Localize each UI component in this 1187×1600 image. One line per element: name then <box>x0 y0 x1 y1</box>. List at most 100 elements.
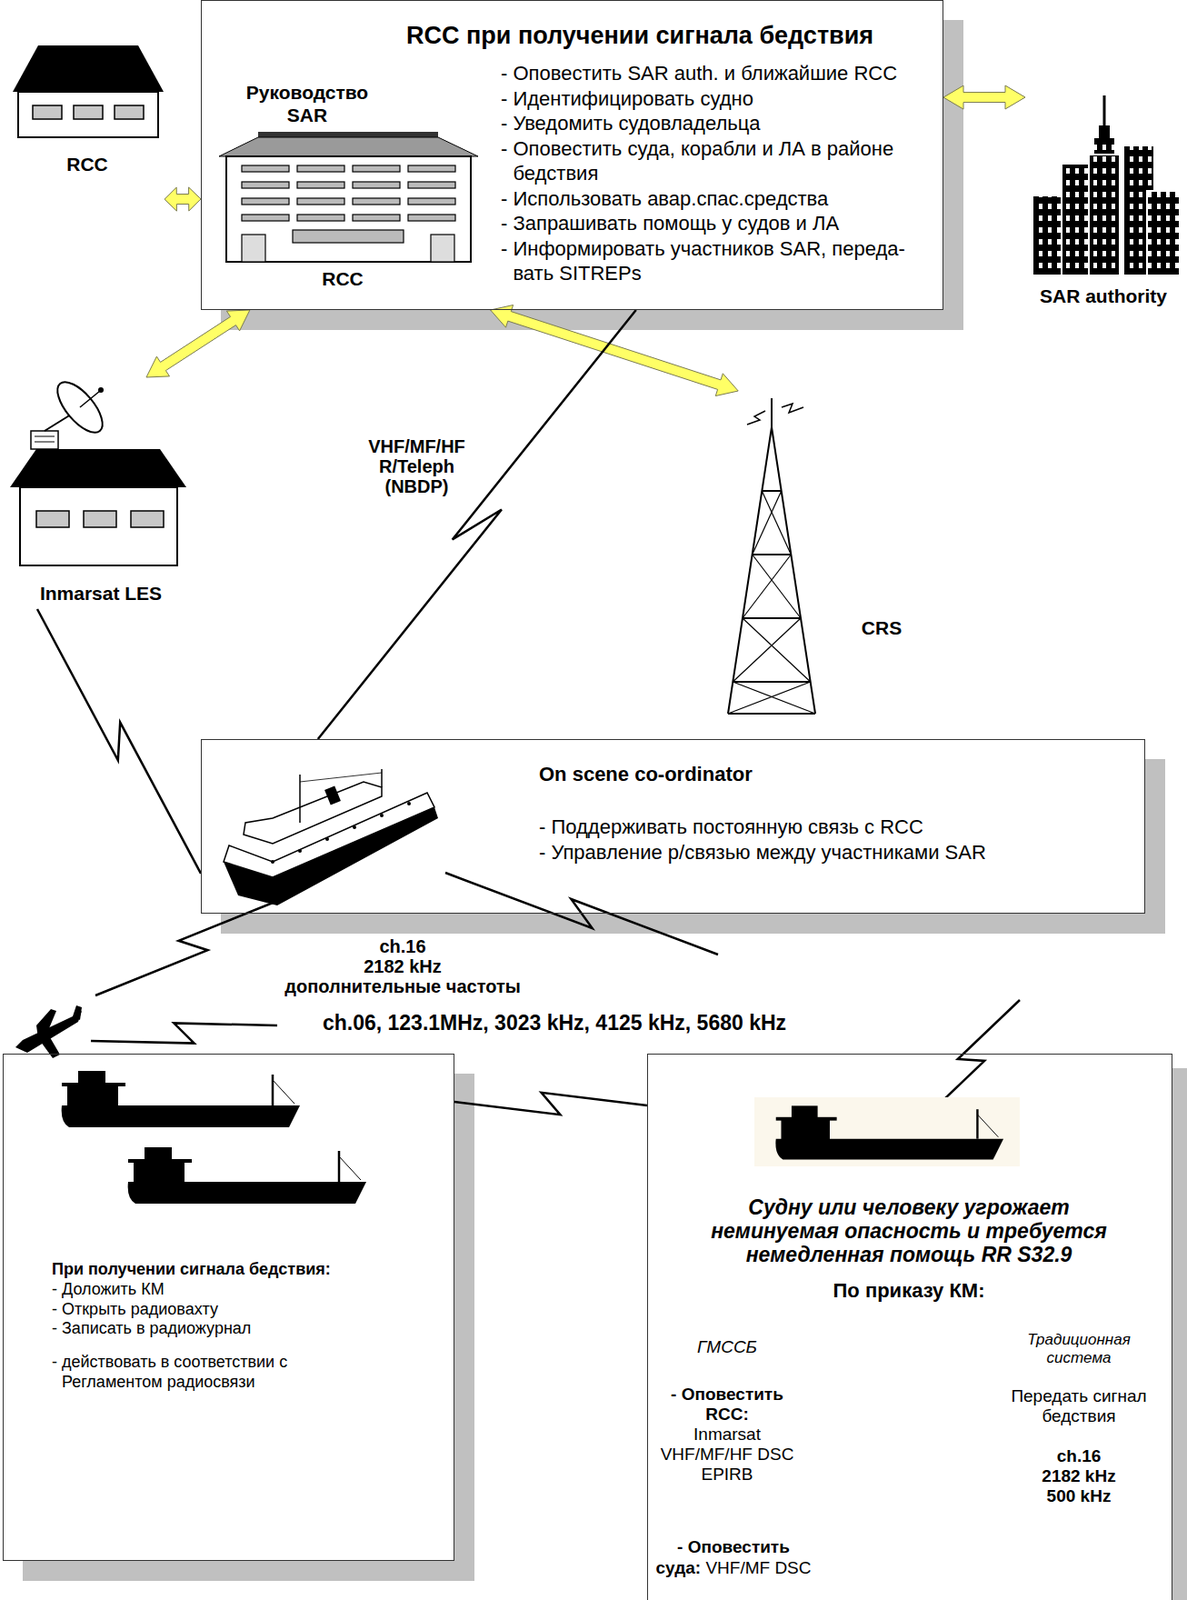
rcc-building-icon <box>292 229 404 243</box>
node-text: - Оповестить SAR auth. и ближайшие RCC <box>500 60 928 87</box>
text-group: VHF/MF/HF R/Teleph (NBDP) <box>359 436 474 497</box>
node-text: - Оповестить RCC: <box>654 1384 800 1425</box>
rcc-building-icon <box>241 181 290 189</box>
rcc-building-icon <box>297 214 345 221</box>
rcc-building-icon <box>352 198 400 205</box>
earth-station-icon <box>9 448 187 488</box>
radio-tower-icon <box>728 427 772 714</box>
earth-station-icon <box>130 510 164 528</box>
node-text: Inmarsat <box>654 1424 800 1445</box>
text-group: ch.06, 123.1MHz, 3023 kHz, 4125 kHz, 568… <box>272 1009 837 1036</box>
rcc-building-icon <box>219 137 479 157</box>
radio-tower-icon <box>742 554 791 619</box>
radio-tower-icon <box>742 618 811 682</box>
node-text: По приказу КМ: <box>695 1278 1123 1303</box>
box-shadow <box>220 309 964 330</box>
node-text: VHF/MF/HF DSC <box>654 1444 800 1465</box>
text-group: Традиционная система <box>1015 1330 1143 1367</box>
node-text: Судну или человеку угрожает неминуемая о… <box>695 1195 1123 1267</box>
text-group: ГМССБ <box>654 1336 800 1357</box>
radio-tower-icon <box>728 712 816 715</box>
rcc-house-icon <box>12 45 164 92</box>
coast-radio-station: CRS <box>708 390 918 714</box>
node-text: RCC <box>9 152 165 176</box>
radio-tower-icon <box>732 618 801 682</box>
node-text: - Идентифицировать судно <box>500 86 928 112</box>
earth-station-icon <box>83 510 117 528</box>
node-text: CRS <box>849 616 914 639</box>
node-text: - Информировать участников SAR, переда- … <box>500 236 928 287</box>
radio-link <box>318 309 637 739</box>
rcc-building-icon <box>430 234 455 262</box>
rcc-building: Руководство SAR RCC <box>218 80 482 304</box>
box-shadow <box>22 19 1187 1600</box>
frequency-label: ch.16 <box>266 936 539 957</box>
link-arrow <box>943 85 1026 110</box>
text-group: - Оповестить RCC:InmarsatVHF/MF/HF DSCEP… <box>654 1384 800 1485</box>
earth-station-icon <box>49 374 111 439</box>
text-group: При получении сигнала бедствия: <box>51 1259 398 1280</box>
city-icon <box>1147 190 1180 276</box>
text-group: SAR authority <box>1025 284 1182 308</box>
rcc-house-icon <box>73 105 103 120</box>
cargo-ship-icon <box>754 1097 1020 1167</box>
node-text: Передать сигнал бедствия <box>997 1386 1161 1427</box>
passenger-ship-icon <box>298 848 302 853</box>
rcc-station: RCC <box>9 45 165 210</box>
node-text: VHF/MF DSC <box>705 1557 811 1577</box>
ships-box: При получении сигнала бедствия:- Доложит… <box>2 1053 455 1561</box>
earth-station-icon <box>36 510 70 528</box>
text-group: По приказу КМ: <box>695 1278 1123 1303</box>
text-group: - Оповестить суда:VHF/MF DSC <box>654 1536 813 1579</box>
city-icon <box>1061 163 1093 276</box>
rcc-building-icon <box>408 198 456 205</box>
link-arrow <box>490 305 739 397</box>
box-shadow <box>1145 758 1166 934</box>
distress-box: Судну или человеку угрожает неминуемая о… <box>647 1053 1173 1600</box>
box-shadow <box>22 1560 475 1581</box>
rcc-building-icon <box>258 131 439 138</box>
radio-link <box>37 608 201 874</box>
rcc-building-icon <box>352 181 400 189</box>
text-group: Передать сигнал бедствияch.162182 kHz500… <box>997 1386 1161 1507</box>
radio-tower-icon <box>747 410 766 425</box>
rcc-house-icon <box>114 105 144 120</box>
radio-bolt <box>445 872 719 955</box>
passenger-ship-icon <box>223 768 439 906</box>
rcc-building-icon <box>297 198 345 205</box>
text-group: - Оповестить SAR auth. и ближайшие RCC- … <box>500 60 928 287</box>
rcc-building-icon <box>241 198 290 205</box>
radio-tower-icon <box>761 489 781 492</box>
link-arrow <box>146 309 250 378</box>
earth-station-icon <box>9 374 187 566</box>
city-icon <box>1094 138 1115 156</box>
cargo-ship-icon <box>61 1070 1020 1204</box>
aircraft-icon <box>36 1008 60 1058</box>
link-label: VHF/MF/HF R/Teleph (NBDP) <box>359 436 474 497</box>
rcc-building-icon <box>352 165 400 172</box>
rcc-building-icon <box>297 181 345 189</box>
node-text: Руководство SAR <box>234 80 380 127</box>
node-text: ГМССБ <box>654 1336 800 1357</box>
rcc-building-icon <box>297 165 345 172</box>
radio-tower-icon <box>728 681 811 714</box>
node-text: - Доложить КМ <box>51 1279 325 1300</box>
radio-tower-icon <box>752 553 792 556</box>
node-text: On scene co-ordinator <box>538 762 1121 787</box>
node-text: - Управление р/связью между участниками … <box>538 839 1121 866</box>
radio-tower-icon <box>781 403 804 413</box>
text-group: Inmarsat LES <box>9 581 192 605</box>
passenger-ship-icon <box>270 859 275 864</box>
text-group: 2182 kHz <box>266 956 539 977</box>
cargo-ship-icon <box>61 1070 300 1128</box>
node-text: - Запрашивать помощь у судов и ЛА <box>500 210 928 237</box>
radio-bolt <box>95 895 291 996</box>
earth-station-icon <box>98 387 104 393</box>
rcc-building-icon <box>241 234 266 262</box>
rcc-building-icon <box>408 165 456 172</box>
node-text: 500 kHz <box>997 1486 1161 1507</box>
node-text: Традиционная система <box>1015 1330 1143 1367</box>
box-shadow <box>220 913 1166 934</box>
passenger-ship-icon <box>379 813 384 818</box>
node-text: RCC <box>297 267 389 290</box>
